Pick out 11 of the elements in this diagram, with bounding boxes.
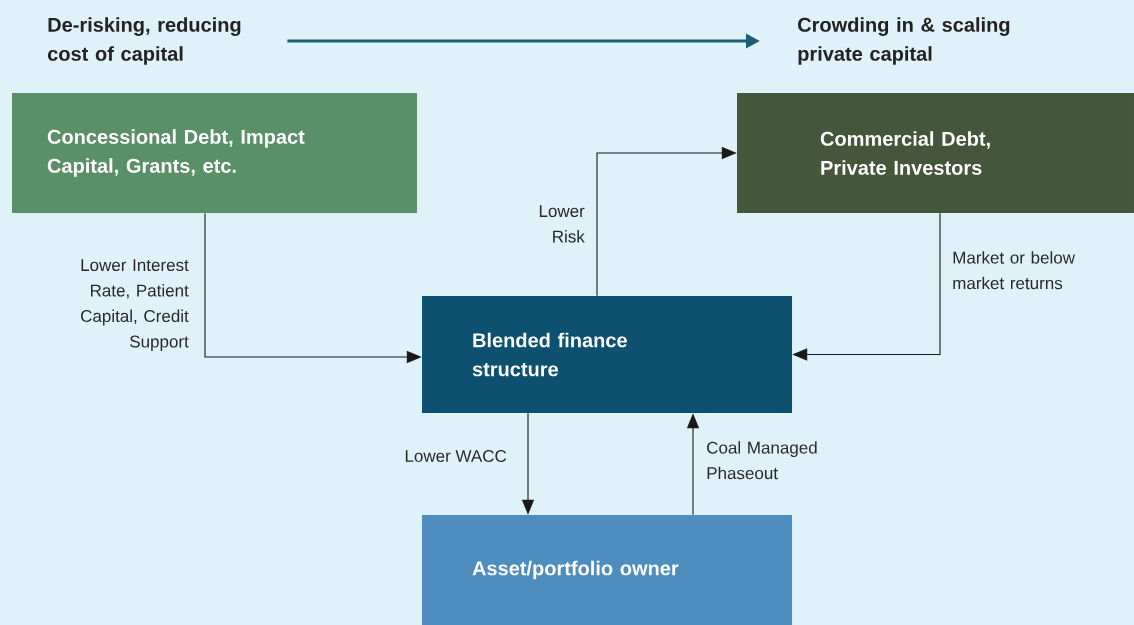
edge-label: Market or below market returns [953, 251, 1076, 290]
heading-text: De-risking, reducing cost of capital [48, 17, 241, 65]
process-box: Concessional Debt, Impact Capital, Grants, etc. [12, 93, 417, 213]
process-box: Asset/portfolio owner [422, 515, 792, 625]
edge-label: Lower WACC [405, 450, 507, 463]
edge-label: Coal Managed Phaseout [707, 441, 817, 480]
heading-text: Crowding in & scaling private capital [798, 17, 1010, 65]
process-box: Blended finance structure [422, 296, 792, 413]
edge-label: Lower Risk [539, 205, 585, 243]
process-box: Commercial Debt, Private Investors [737, 93, 1134, 213]
edge-label: Lower Interest Rate, Patient Capital, Credit Support [81, 259, 189, 351]
